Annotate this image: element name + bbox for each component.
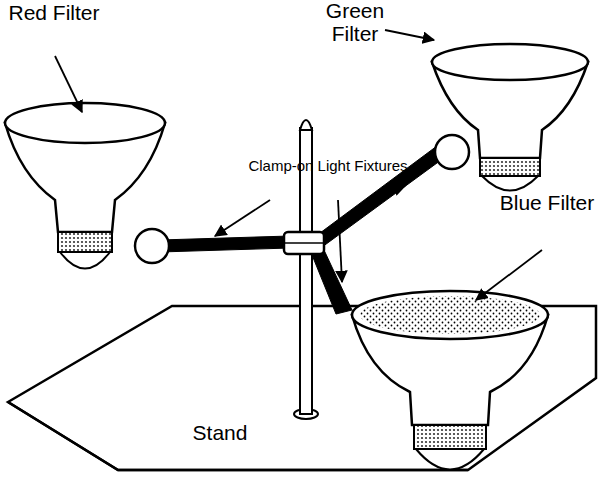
lamp-arms [160,140,452,314]
fixture-label: Clamp-on Light Fixtures [248,158,408,174]
filter-label: Red Filter [4,2,104,25]
blue-lamp [352,291,548,470]
filter-label: Green Filter [300,0,410,45]
leader-lines [55,30,542,300]
red-lamp [5,103,169,269]
filter-label: Blue Filter [497,192,597,215]
stand-label: Stand [180,422,260,445]
green-lamp [432,44,588,191]
clamp [284,232,324,254]
